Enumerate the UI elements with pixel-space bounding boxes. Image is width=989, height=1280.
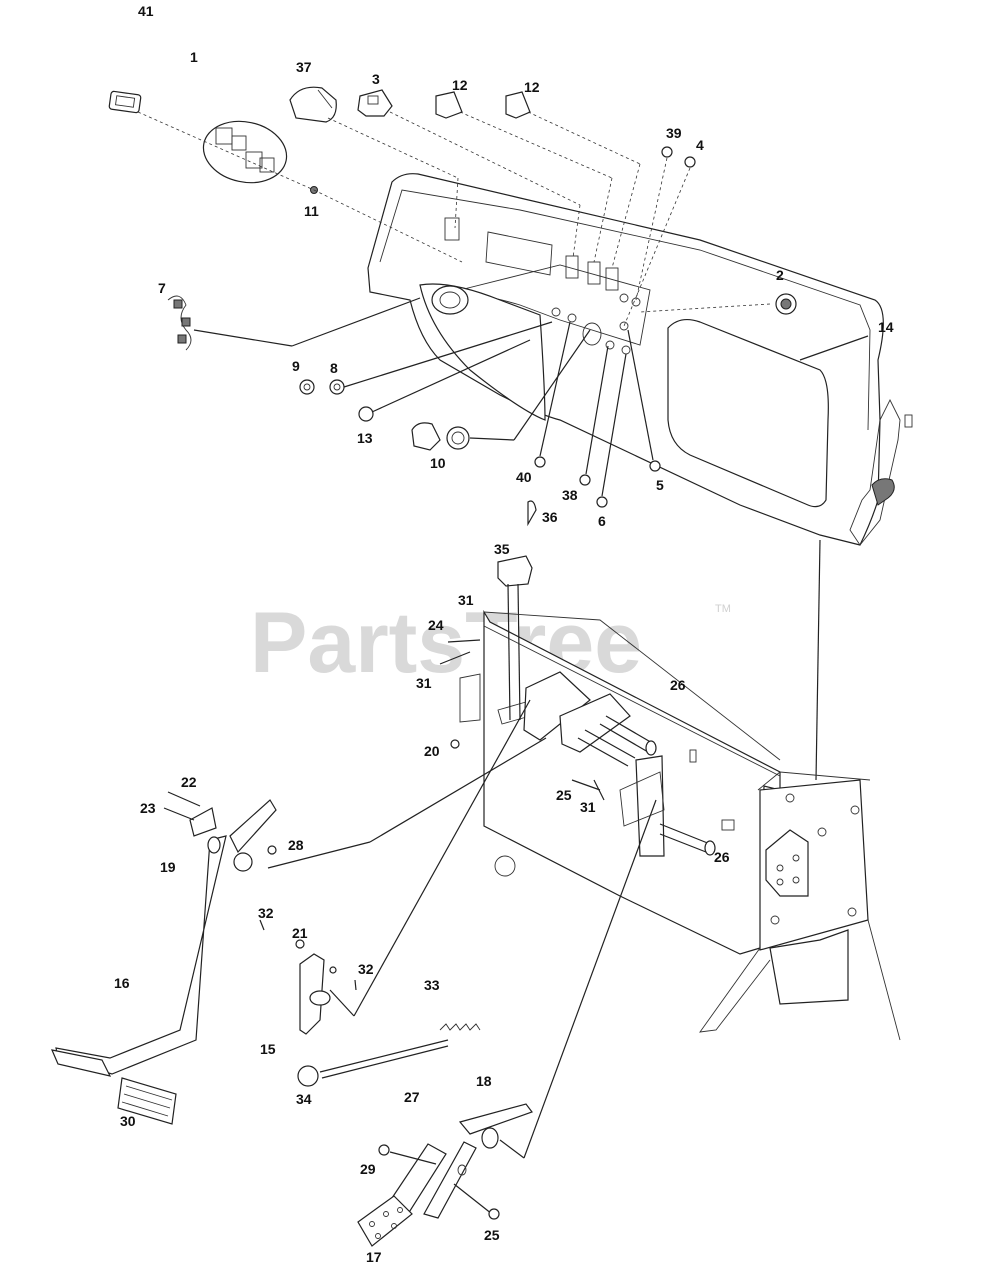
part-6-ring (596, 496, 608, 508)
part-7-wire-clips (167, 295, 192, 351)
part-12b-switch (505, 91, 531, 119)
part-label-15: 15 (260, 1041, 276, 1057)
part-34-knob (297, 1065, 319, 1087)
part-label-16: 16 (114, 975, 130, 991)
part-label-1: 1 (190, 49, 198, 65)
frame-assembly (439, 609, 901, 1041)
part-13-plug (358, 406, 374, 422)
part-label-30: 30 (120, 1113, 136, 1129)
part-label-19: 19 (160, 859, 176, 875)
part-label-27: 27 (404, 1089, 420, 1105)
part-label-22: 22 (181, 774, 197, 790)
part-28-nut (267, 845, 277, 855)
part-25b-bolt (453, 1183, 493, 1215)
part-36-clip (527, 500, 537, 527)
part-9-nut (299, 379, 315, 395)
part-23-bolt (163, 807, 195, 821)
part-label-2: 2 (776, 267, 784, 283)
part-label-5: 5 (656, 477, 664, 493)
part-label-31c: 31 (580, 799, 596, 815)
part-label-38: 38 (562, 487, 578, 503)
part-21-washer (295, 939, 305, 949)
part-12a-switch (435, 91, 463, 119)
part-label-12a: 12 (452, 77, 468, 93)
part-label-41: 41 (138, 3, 154, 19)
part-label-36: 36 (542, 509, 558, 525)
part-label-21: 21 (292, 925, 308, 941)
part-label-33: 33 (424, 977, 440, 993)
part-label-39: 39 (666, 125, 682, 141)
part-label-31b: 31 (416, 675, 432, 691)
dashboard-panel (367, 173, 913, 546)
part-2-plug (775, 293, 797, 315)
part-label-12b: 12 (524, 79, 540, 95)
part-label-11: 11 (304, 203, 319, 219)
part-label-25b: 25 (484, 1227, 500, 1243)
part-label-25a: 25 (556, 787, 572, 803)
part-label-40: 40 (516, 469, 532, 485)
part-label-8: 8 (330, 360, 338, 376)
part-27-rod (319, 1039, 449, 1073)
part-label-4: 4 (696, 137, 704, 153)
part-30-pedal-pad (117, 1077, 177, 1125)
part-29-nut (378, 1144, 390, 1156)
part-label-37: 37 (296, 59, 312, 75)
part-33-spring (439, 1023, 481, 1031)
part-label-13: 13 (357, 430, 373, 446)
part-label-35: 35 (494, 541, 510, 557)
part-label-9: 9 (292, 358, 300, 374)
leader-lines-top (137, 111, 869, 781)
part-label-31a: 31 (458, 592, 474, 608)
part-label-28: 28 (288, 837, 304, 853)
part-4-ring (684, 156, 696, 168)
part-label-23: 23 (140, 800, 156, 816)
part-8-washer (329, 379, 345, 395)
part-40-bulb (534, 456, 546, 468)
part-label-17: 17 (366, 1249, 382, 1265)
part-label-34: 34 (296, 1091, 312, 1107)
part-41-bezel (108, 90, 142, 114)
part-35-switch (497, 555, 533, 721)
part-19-bracket (189, 807, 217, 837)
part-18-pedal-arm (423, 1103, 533, 1219)
part-10-outlet (411, 422, 470, 451)
part-label-26b: 26 (714, 849, 730, 865)
part-label-6: 6 (598, 513, 606, 529)
part-label-29: 29 (360, 1161, 376, 1177)
part-label-10: 10 (430, 455, 446, 471)
part-label-18: 18 (476, 1073, 492, 1089)
part-label-26a: 26 (670, 677, 686, 693)
part-17-pedal-pad (357, 1143, 447, 1247)
part-5-ring (649, 460, 661, 472)
part-1-gauge-cluster (202, 120, 288, 184)
part-37-knob (289, 86, 337, 123)
part-label-24: 24 (428, 617, 444, 633)
watermark-tm: TM (715, 603, 731, 615)
part-3-switch (357, 89, 393, 117)
part-22-bolt (167, 791, 201, 807)
part-label-14: 14 (878, 319, 894, 335)
part-label-7: 7 (158, 280, 166, 296)
part-label-32b: 32 (358, 961, 374, 977)
part-38-bulb (579, 474, 591, 486)
part-label-32a: 32 (258, 905, 274, 921)
part-label-20: 20 (424, 743, 440, 759)
part-label-3: 3 (372, 71, 380, 87)
part-39-indicator (661, 146, 673, 158)
part-15-lever (299, 953, 331, 1035)
part-16-pedal-arm (50, 799, 277, 1077)
